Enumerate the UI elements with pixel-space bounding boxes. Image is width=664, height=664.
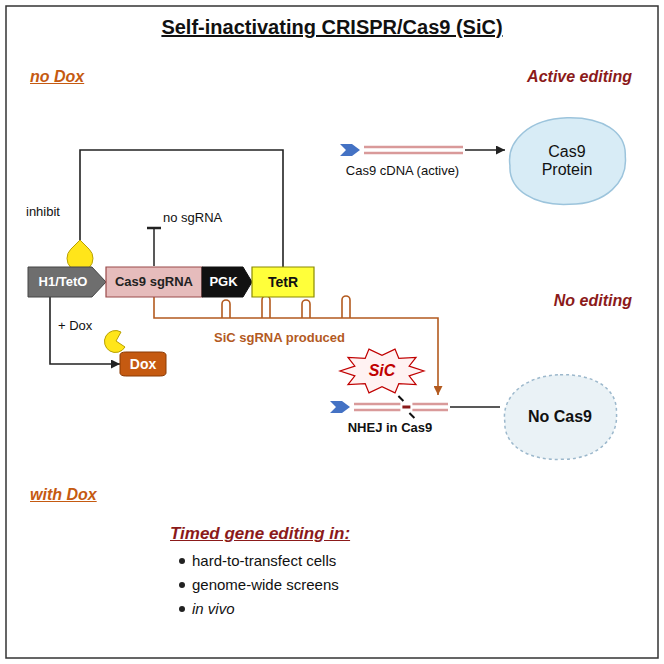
node-label: NHEJ in Cas9 bbox=[348, 421, 433, 436]
diagram-node: Cas9 sgRNA bbox=[106, 267, 202, 297]
annotation: inhibit bbox=[26, 204, 60, 219]
diagram-node: No Cas9 bbox=[500, 372, 620, 462]
diagram-node: PGK bbox=[202, 267, 252, 297]
panel-heading: no Dox bbox=[30, 68, 84, 86]
diagram-node: TetR bbox=[252, 267, 314, 297]
connector-arrow bbox=[154, 297, 438, 395]
annotation: + Dox bbox=[58, 318, 92, 333]
node-label: Cas9 Protein bbox=[521, 143, 613, 180]
tetr-pacman bbox=[104, 331, 125, 353]
diagram-node: SiC bbox=[340, 348, 424, 394]
node-label: Dox bbox=[130, 356, 156, 372]
diagram-node: Cas9 cDNA (active) bbox=[340, 138, 465, 184]
cas9-cdna-bar bbox=[340, 138, 465, 162]
block-bar bbox=[147, 227, 161, 230]
connector-arrow bbox=[50, 297, 120, 364]
node-label: PGK bbox=[209, 275, 237, 290]
node-label: H1/TetO bbox=[39, 275, 88, 290]
diagram-title: Self-inactivating CRISPR/Cas9 (SiC) bbox=[0, 16, 664, 39]
connector-arrow bbox=[80, 150, 283, 267]
node-label: TetR bbox=[268, 274, 298, 290]
condition-panel: no Dox Active editingCas9 cDNA (active) Ca… bbox=[20, 62, 644, 282]
connector-arrow bbox=[450, 406, 500, 408]
node-label: SiC bbox=[369, 362, 396, 380]
bullet-dots bbox=[179, 558, 185, 612]
outer-frame bbox=[6, 6, 658, 658]
diagram-node: Cas9 Protein bbox=[505, 115, 629, 207]
node-label: Cas9 sgRNA bbox=[115, 275, 193, 290]
spacer bbox=[430, 454, 431, 464]
panel-heading: with Dox bbox=[30, 486, 97, 504]
node-label: Cas9 cDNA (active) bbox=[346, 164, 459, 179]
annotation: no sgRNA bbox=[163, 210, 222, 225]
diagram-node: H1/TetO bbox=[28, 267, 106, 297]
sgrna-hairpins bbox=[222, 296, 350, 318]
annotation: Timed gene editing in: bbox=[170, 524, 350, 544]
bullet-item: genome-wide screens bbox=[192, 576, 339, 593]
cas9-cdna-bar bbox=[330, 395, 450, 419]
annotation: SiC sgRNA produced bbox=[214, 330, 345, 345]
diagram-node: NHEJ in Cas9 bbox=[330, 395, 450, 441]
block-line bbox=[153, 228, 155, 266]
bullet-item: hard-to-transfect cells bbox=[192, 552, 336, 569]
connector-arrow bbox=[465, 149, 505, 151]
panel-heading: No editing bbox=[554, 292, 632, 310]
node-label: No Cas9 bbox=[528, 408, 592, 426]
diagram-node: Dox bbox=[120, 352, 166, 376]
bullet-item: in vivo bbox=[192, 600, 235, 617]
condition-panel: with Dox No editingDox SiC NHEJ in Cas9 No C… bbox=[20, 282, 644, 510]
panel-heading: Active editing bbox=[527, 68, 632, 86]
